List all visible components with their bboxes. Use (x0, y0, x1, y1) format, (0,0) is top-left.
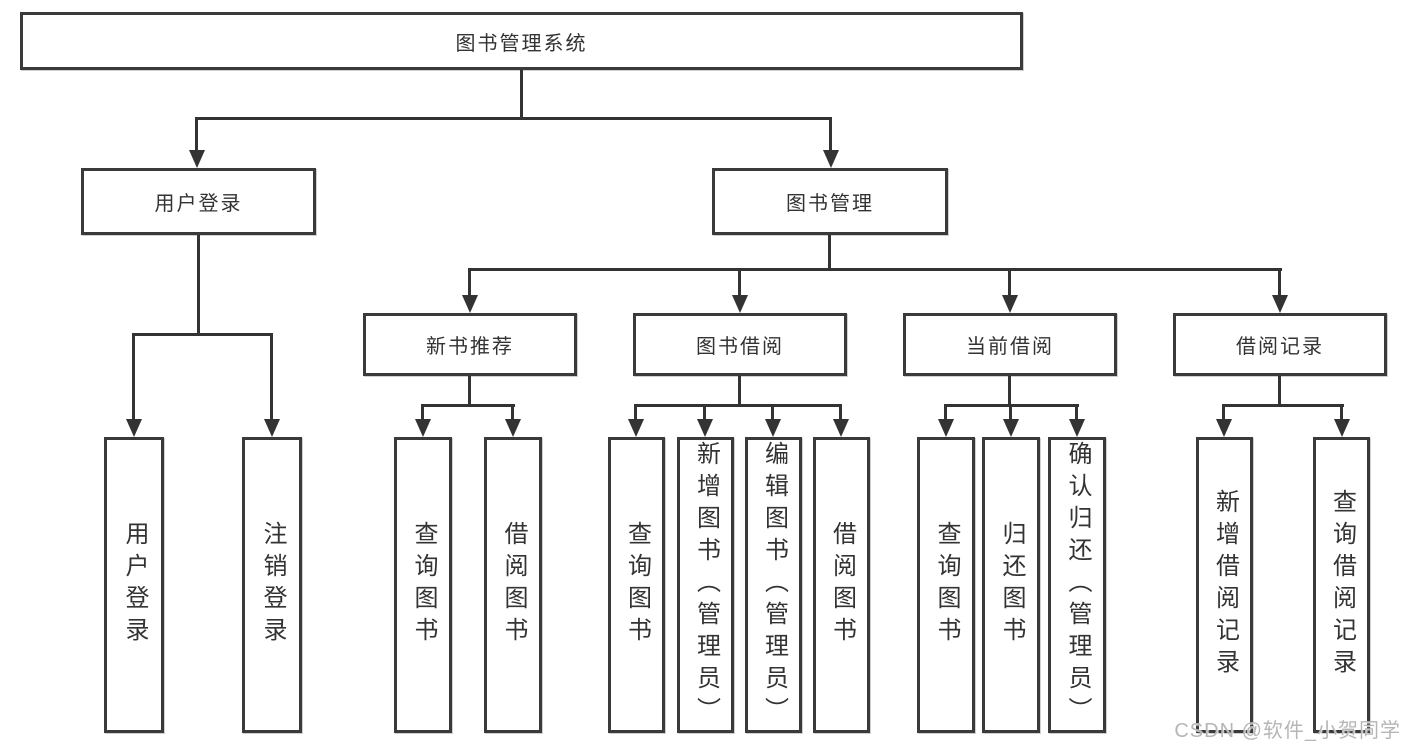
arrowhead-br-query-record (1334, 419, 1350, 437)
connector-book-management-bar (468, 268, 1282, 271)
arrowhead-leaf-user-login (126, 419, 142, 437)
leaf-nbr-borrow-books: 借阅图书 (484, 437, 542, 733)
leaf-nbr-query-books: 查询图书 (394, 437, 452, 733)
leaf-br-query-borrow-record: 查询借阅记录 (1313, 437, 1370, 733)
arrowhead-bb-query-books (628, 419, 644, 437)
connector-root-bar (196, 117, 832, 120)
leaf-bb-edit-books-admin: 编辑图书（管理员） (745, 437, 802, 733)
connector-bm-line-2 (738, 268, 741, 296)
connector-nbr-bar (421, 404, 515, 407)
arrowhead-cb-query-books (938, 419, 954, 437)
node-borrowing-records: 借阅记录 (1173, 313, 1387, 376)
arrowhead-nbr-query-books (415, 419, 431, 437)
connector-br-stub (1278, 376, 1281, 407)
connector-nbr-stub (468, 376, 471, 407)
connector-root-right-line (829, 117, 832, 151)
connector-cb-stub (1008, 376, 1011, 407)
arrowhead-cb-return-books (1003, 419, 1019, 437)
connector-root-left-line (195, 117, 198, 151)
connector-br-line-1 (1222, 404, 1225, 421)
arrowhead-borrowing-records (1272, 295, 1288, 313)
connector-bb-line-1 (634, 404, 637, 421)
leaf-bb-borrow-books: 借阅图书 (813, 437, 870, 733)
connector-user-login-stub (197, 235, 200, 336)
leaf-logout: 注销登录 (242, 437, 302, 733)
connector-nbr-line-2 (511, 404, 514, 421)
connector-bm-line-3 (1008, 268, 1011, 296)
arrowhead-nbr-borrow-books (505, 419, 521, 437)
connector-cb-line-3 (1075, 404, 1078, 421)
connector-root-stub (520, 70, 523, 118)
leaf-bb-add-books-admin: 新增图书（管理员） (677, 437, 734, 733)
arrowhead-book-borrowing (732, 295, 748, 313)
leaf-cb-confirm-return-admin: 确认归还（管理员） (1048, 437, 1106, 733)
arrowhead-user-login (189, 150, 205, 168)
leaf-bb-query-books: 查询图书 (608, 437, 665, 733)
node-current-borrowing: 当前借阅 (903, 313, 1117, 376)
connector-bb-line-2 (703, 404, 706, 421)
csdn-watermark: CSDN @软件_小贺同学 (1174, 720, 1401, 742)
connector-user-login-line-1 (132, 333, 135, 421)
arrowhead-leaf-logout (264, 419, 280, 437)
node-book-management: 图书管理 (712, 168, 948, 235)
leaf-cb-return-books: 归还图书 (982, 437, 1040, 733)
leaf-user-login: 用户登录 (104, 437, 164, 733)
connector-br-line-2 (1340, 404, 1343, 421)
connector-bm-line-4 (1278, 268, 1281, 296)
connector-bb-bar (634, 404, 842, 407)
connector-cb-line-1 (944, 404, 947, 421)
connector-user-login-bar (132, 333, 273, 336)
arrowhead-new-book-recommendation (462, 295, 478, 313)
leaf-br-add-borrow-record: 新增借阅记录 (1196, 437, 1253, 733)
connector-book-management-stub (828, 235, 831, 271)
leaf-cb-query-books: 查询图书 (917, 437, 975, 733)
arrowhead-book-management (823, 150, 839, 168)
node-book-management-system: 图书管理系统 (20, 12, 1023, 70)
node-new-book-recommendation: 新书推荐 (363, 313, 577, 376)
arrowhead-bb-edit-books (765, 419, 781, 437)
connector-bb-line-3 (771, 404, 774, 421)
arrowhead-cb-confirm-return (1069, 419, 1085, 437)
arrowhead-bb-borrow-books (833, 419, 849, 437)
connector-cb-line-2 (1009, 404, 1012, 421)
connector-user-login-line-2 (270, 333, 273, 421)
connector-bb-stub (738, 376, 741, 407)
connector-br-bar (1222, 404, 1344, 407)
arrowhead-bb-add-books (697, 419, 713, 437)
node-user-login: 用户登录 (81, 168, 316, 235)
connector-bb-line-4 (839, 404, 842, 421)
arrowhead-br-add-record (1216, 419, 1232, 437)
node-book-borrowing: 图书借阅 (633, 313, 847, 376)
connector-nbr-line-1 (421, 404, 424, 421)
connector-bm-line-1 (468, 268, 471, 296)
arrowhead-current-borrowing (1002, 295, 1018, 313)
